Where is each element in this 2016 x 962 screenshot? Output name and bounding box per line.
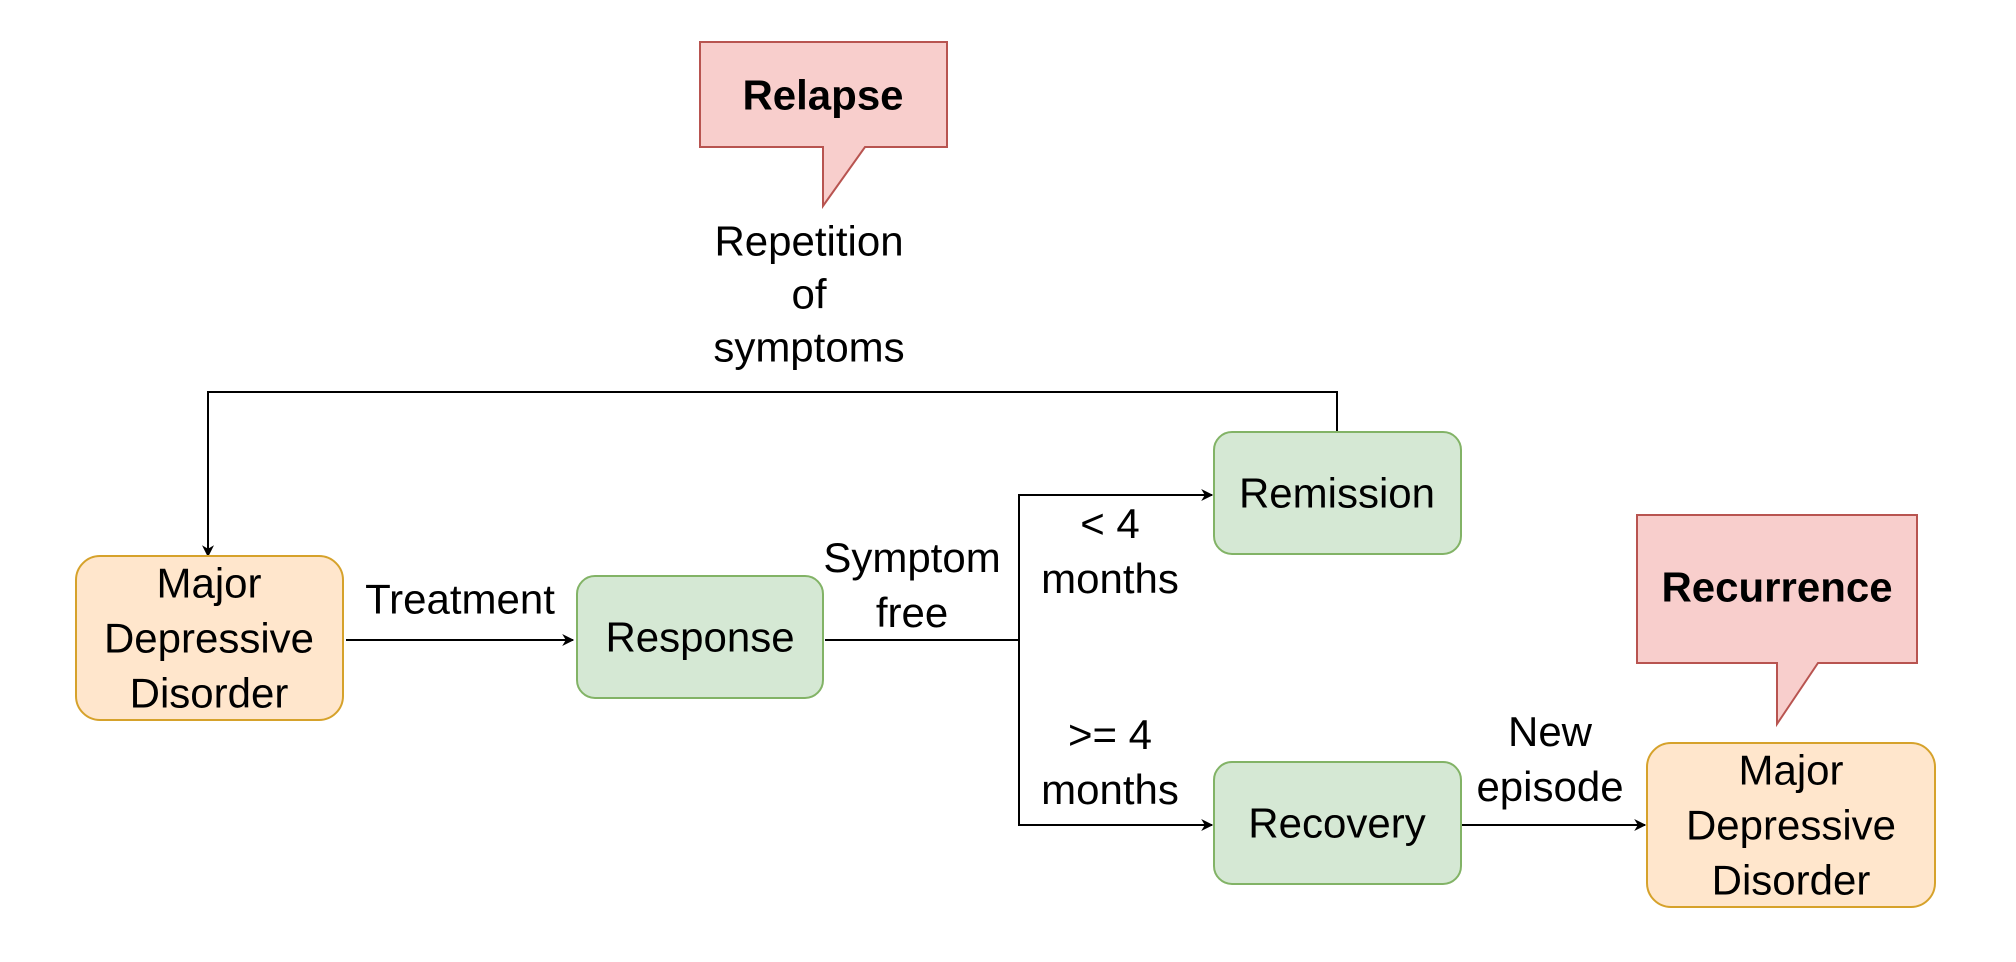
node-label-line-1: Major: [1738, 747, 1843, 794]
node-label-line-3: Disorder: [1712, 857, 1871, 904]
edge-label-symptom-free-line-2: free: [876, 589, 948, 636]
edge-label-new-episode-line-2: episode: [1476, 763, 1623, 810]
node-response: Response: [576, 575, 824, 699]
edge-label-less-than-4-months-line-1: < 4: [1080, 500, 1140, 547]
edge-label-4-or-more-months-line-2: months: [1041, 766, 1179, 813]
node-label-line-1: Response: [605, 614, 794, 661]
node-label-line-1: Remission: [1239, 470, 1435, 517]
node-label-line-3: Disorder: [130, 670, 289, 717]
edge-label-new-episode-line-1: New: [1508, 708, 1593, 755]
edge-label-repetition-of-symptoms-line-2: of: [791, 271, 826, 318]
edge-label-treatment: Treatment: [365, 576, 555, 623]
node-label: Recovery: [1248, 800, 1425, 847]
edge-label-less-than-4-months-line-2: months: [1041, 555, 1179, 602]
edge-label-symptom-free: Symptom free: [823, 534, 1000, 636]
edge-relapse-loop-line: [202, 391, 1338, 558]
relapse-callout-shape: [699, 41, 948, 210]
recurrence-callout-label: Recurrence: [1661, 564, 1892, 611]
edge-label-repetition-of-symptoms-line-3: symptoms: [713, 324, 904, 371]
edge-to-remission-line: [1018, 489, 1214, 640]
edge-label-new-episode: New episode: [1476, 708, 1623, 810]
edge-label-4-or-more-months-line-1: >= 4: [1068, 711, 1152, 758]
node-label: Response: [605, 614, 794, 661]
edge-label-symptom-free-line-1: Symptom: [823, 534, 1000, 581]
node-remission: Remission: [1213, 431, 1462, 555]
edge-label-4-or-more-months: >= 4 months: [1041, 711, 1179, 813]
edge-label-repetition-of-symptoms-line-1: Repetition: [714, 218, 903, 265]
edge-to-recovery-line: [1018, 640, 1214, 831]
edge-label-less-than-4-months: < 4 months: [1041, 500, 1179, 602]
node-label-line-1: Major: [156, 560, 261, 607]
connectors: [202, 391, 1647, 831]
relapse-callout-label: Relapse: [742, 72, 903, 119]
recurrence-callout-shape: [1636, 514, 1918, 728]
node-label: Remission: [1239, 470, 1435, 517]
node-recovery: Recovery: [1213, 761, 1462, 885]
node-label-line-2: Depressive: [104, 615, 314, 662]
node-label-line-1: Recovery: [1248, 800, 1425, 847]
edge-label-repetition-of-symptoms: Repetition of symptoms: [713, 218, 904, 371]
edge-label-treatment-line-1: Treatment: [365, 576, 555, 623]
recurrence-callout: Recurrence: [1636, 514, 1918, 728]
node-label-line-2: Depressive: [1686, 802, 1896, 849]
relapse-callout: Relapse: [699, 41, 948, 210]
